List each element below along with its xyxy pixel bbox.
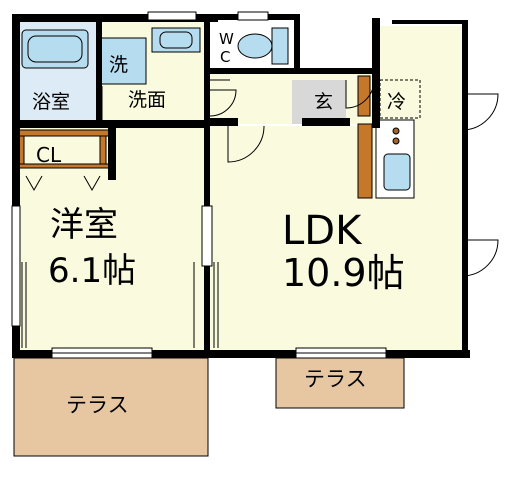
shoe-cabinet (357, 123, 373, 199)
stove-burner-icon (392, 137, 400, 145)
ldk-size: 10.9帖 (282, 251, 405, 295)
ldk-floor (206, 126, 462, 352)
bath-label: 浴室 (32, 91, 70, 113)
window (147, 11, 197, 21)
entrance-floor (292, 80, 346, 124)
toilet-bowl-icon (237, 33, 273, 59)
door-swings (206, 79, 499, 277)
entrance-label: 玄 (314, 91, 333, 113)
western-room-label: 洋室 (50, 205, 118, 245)
western-room-size: 6.1帖 (48, 251, 136, 291)
sliding-door-lines (21, 262, 219, 348)
closet-door (83, 175, 101, 192)
wc-label-top: W (219, 30, 234, 48)
sink-icon (383, 153, 411, 191)
wc-label-bottom: C (220, 48, 230, 66)
terrace-left-label: テラス (66, 393, 129, 417)
entrance-cabinet (357, 75, 371, 117)
terrace-left (13, 357, 209, 457)
window (201, 205, 213, 267)
window (11, 205, 21, 327)
stove-burner-icon (392, 127, 400, 135)
kitchen-strip-floor (378, 26, 462, 126)
terrace-right-label: テラス (304, 367, 367, 391)
ldk-label: LDK (282, 208, 363, 254)
washroom-label: 洗面 (128, 89, 166, 111)
window (237, 11, 269, 21)
terrace-right (275, 357, 405, 409)
closet-label: CL (36, 143, 62, 167)
fridge-label: 冷 (387, 91, 406, 113)
washer-label: 洗 (109, 54, 128, 76)
toilet-tank-icon (271, 27, 289, 65)
closet-door (25, 175, 43, 192)
washer-pan (99, 37, 147, 85)
closet-shelf (99, 135, 107, 165)
